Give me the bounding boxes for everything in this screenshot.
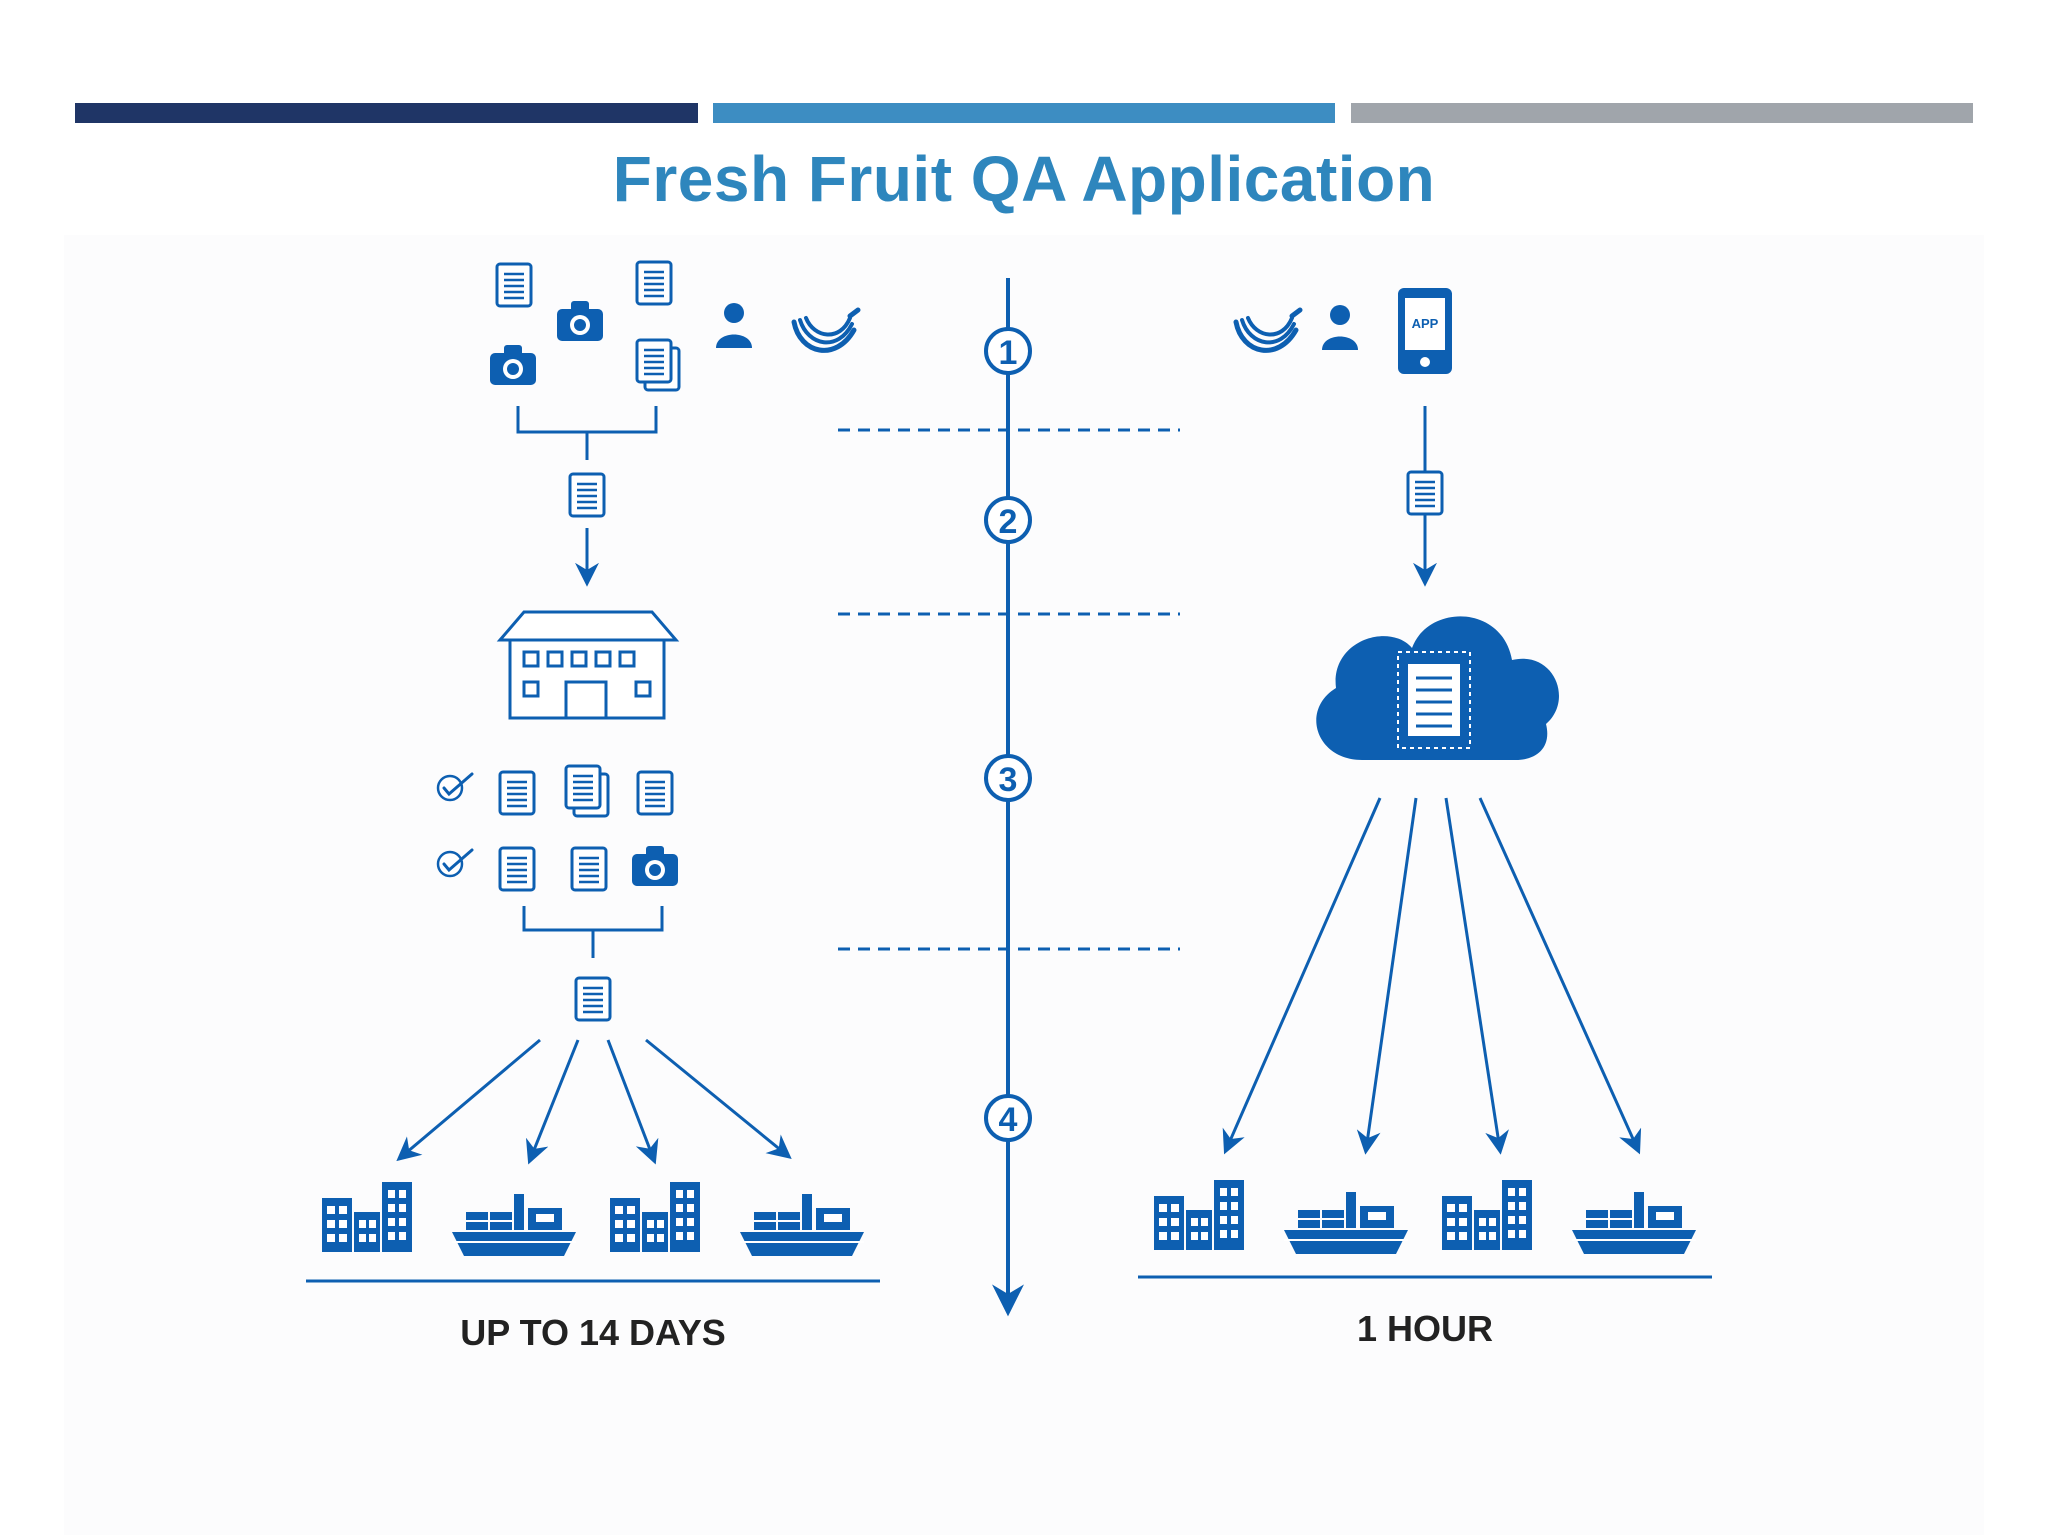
header-bar-navy [75,103,698,123]
step-marker-1: 1 [984,327,1032,375]
step-marker-3: 3 [984,754,1032,802]
checkmark-icon [436,848,474,878]
ship-icon [1571,1191,1697,1255]
svg-text:APP: APP [1412,316,1439,331]
slide-title: Fresh Fruit QA Application [612,143,1436,215]
cloud-icon [1316,616,1559,760]
document-icon [1406,470,1444,516]
city-icon [322,1182,412,1252]
app-duration-label: 1 HOUR [1356,1308,1494,1349]
document-icon [574,976,612,1022]
svg-text:2: 2 [999,503,1018,541]
traditional-duration-label: UP TO 14 DAYS [460,1312,726,1353]
document-icon [495,262,533,308]
svg-text:1: 1 [999,334,1018,372]
ship-icon [451,1193,577,1257]
document-icon [570,846,608,892]
document-icon [635,260,673,306]
header-bar-gray [1351,103,1973,123]
diagram-background [64,235,1984,1535]
camera-icon [632,846,678,886]
camera-icon [557,301,603,341]
camera-icon [490,345,536,385]
city-icon [1154,1180,1244,1250]
documents-icon [637,340,679,390]
documents-icon [566,766,608,816]
phone-icon: APP [1398,288,1452,374]
document-icon [498,846,536,892]
document-icon [636,770,674,816]
city-icon [1442,1180,1532,1250]
person-icon [1322,305,1358,350]
right-destinations [1154,1180,1697,1255]
svg-text:4: 4 [999,1101,1018,1139]
office-building-icon [496,610,680,720]
step-marker-2: 2 [984,496,1032,544]
ship-icon [1283,1191,1409,1255]
city-icon [610,1182,700,1252]
left-destinations [322,1182,865,1257]
step-marker-4: 4 [984,1094,1032,1142]
document-icon [498,770,536,816]
checkmark-icon [436,772,474,802]
ship-icon [739,1193,865,1257]
svg-text:3: 3 [999,761,1018,799]
document-icon [568,472,606,518]
left-inspection-inputs [490,260,858,390]
banana-icon [794,310,858,350]
left-review-items [436,766,678,892]
header-bar-blue [713,103,1335,123]
person-icon [716,303,752,348]
right-inspection-inputs: APP [1236,288,1452,374]
banana-icon [1236,310,1300,350]
